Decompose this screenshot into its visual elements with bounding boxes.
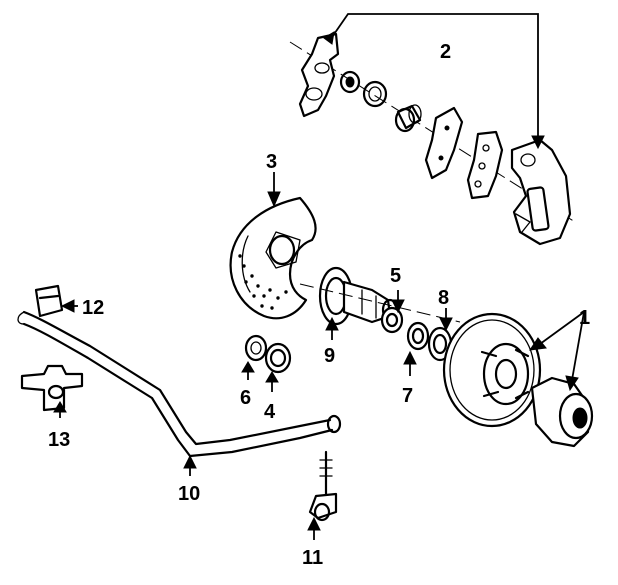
link-11 <box>307 450 338 540</box>
callout-6: 6 <box>240 387 251 409</box>
stabilizer-bar <box>17 310 342 476</box>
callout-12: 12 <box>82 297 104 319</box>
callout-8: 8 <box>438 287 449 309</box>
seal-6 <box>241 334 268 380</box>
caliper-assembly <box>289 13 576 246</box>
callout-10: 10 <box>178 483 200 505</box>
bearing-4 <box>264 342 292 392</box>
bushing-12 <box>34 284 78 318</box>
callout-7: 7 <box>402 385 413 407</box>
callout-11: 11 <box>302 547 323 569</box>
splash-shield <box>229 172 317 320</box>
callout-4: 4 <box>264 401 276 423</box>
callout-13: 13 <box>48 429 70 451</box>
callout-9: 9 <box>324 345 335 367</box>
spindle <box>299 266 461 340</box>
callout-1: 1 <box>579 307 590 329</box>
callout-3: 3 <box>266 151 277 173</box>
bracket-13 <box>20 364 84 418</box>
bearing-5 <box>380 290 405 334</box>
callout-5: 5 <box>390 265 401 287</box>
callout-2: 2 <box>440 41 451 63</box>
bearing-7 <box>403 321 430 376</box>
rotor-hub <box>442 311 594 448</box>
callout-labels: 1 2 3 4 5 6 7 8 9 10 11 12 13 <box>48 41 590 569</box>
